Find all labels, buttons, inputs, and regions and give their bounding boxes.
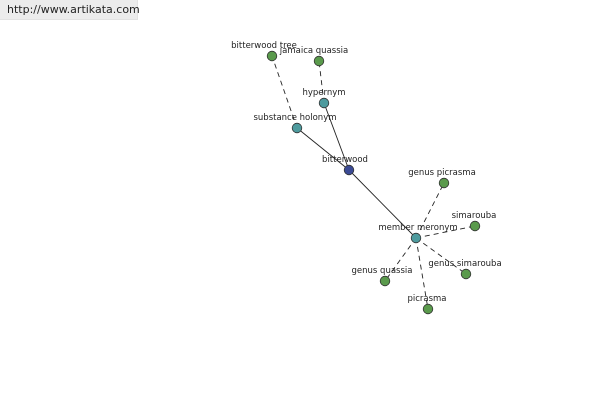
edge-substance-holonym-bitterwood-tree — [271, 55, 298, 129]
edge-member-meronym-simarouba — [415, 225, 476, 239]
node-label-genus-picrasma[interactable]: genus picrasma — [408, 168, 476, 178]
edge-bitterwood-member-meronym — [348, 169, 417, 239]
node-simarouba[interactable] — [469, 220, 481, 232]
url-bar: http://www.artikata.com — [0, 0, 140, 20]
node-label-bitterwood[interactable]: bitterwood — [322, 155, 368, 165]
node-genus-picrasma[interactable] — [438, 177, 450, 189]
edge-bitterwood-substance-holonym — [296, 127, 350, 171]
node-bitterwood[interactable] — [343, 164, 355, 176]
labels-layer: bitterwood hypernym substance holonym membe… — [231, 41, 502, 304]
node-bitterwood-tree[interactable] — [266, 50, 278, 62]
site-url-link[interactable]: http://www.artikata.com — [7, 3, 140, 16]
edge-member-meronym-genus-simarouba — [415, 237, 467, 275]
edge-bitterwood-hypernym — [323, 102, 350, 171]
node-label-member-meronym[interactable]: member meronym — [378, 223, 457, 233]
nodes-layer — [266, 50, 481, 315]
node-label-genus-simarouba[interactable]: genus simarouba — [428, 259, 501, 269]
node-substance-holonym[interactable] — [291, 122, 303, 134]
edge-hypernym-jamaica-quassia — [318, 60, 325, 104]
node-label-bitterwood-tree[interactable]: bitterwood tree — [231, 41, 297, 51]
node-genus-quassia[interactable] — [379, 275, 391, 287]
edge-member-meronym-genus-picrasma — [415, 182, 445, 239]
node-label-substance-holonym[interactable]: substance holonym — [253, 113, 336, 123]
node-picrasma[interactable] — [422, 303, 434, 315]
node-hypernym[interactable] — [318, 97, 330, 109]
node-label-jamaica-quassia[interactable]: jamaica quassia — [279, 46, 348, 56]
node-label-simarouba[interactable]: simarouba — [452, 211, 497, 221]
edges-layer — [271, 55, 476, 310]
node-label-picrasma[interactable]: picrasma — [407, 294, 446, 304]
node-jamaica-quassia[interactable] — [313, 55, 325, 67]
edge-member-meronym-picrasma — [415, 237, 429, 310]
node-member-meronym[interactable] — [410, 232, 422, 244]
node-genus-simarouba[interactable] — [460, 268, 472, 280]
node-label-hypernym[interactable]: hypernym — [302, 88, 345, 98]
node-label-genus-quassia[interactable]: genus quassia — [352, 266, 413, 276]
